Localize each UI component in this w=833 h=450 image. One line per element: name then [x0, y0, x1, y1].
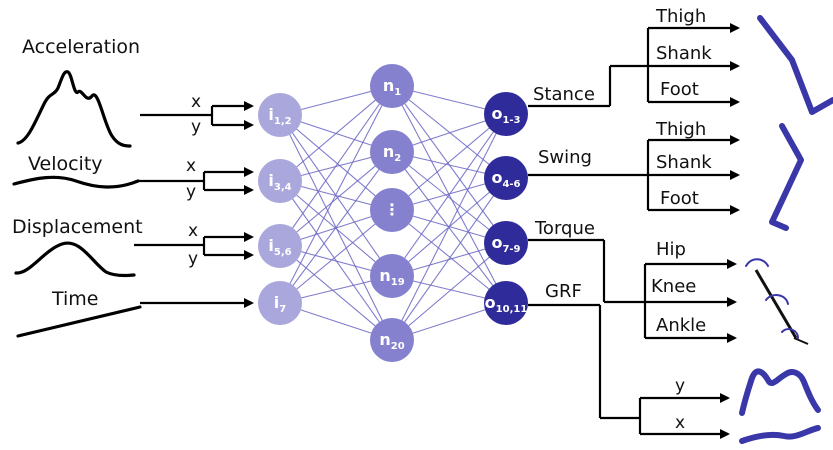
- ankle-label: Ankle: [656, 315, 706, 336]
- grf-sketch: [739, 368, 821, 444]
- velocity-x-label: x: [186, 156, 196, 176]
- output-node-label: o10,11: [485, 293, 528, 315]
- hidden-output-connection: [391, 151, 507, 244]
- output-wiring: [528, 23, 740, 439]
- hidden-node-circle: [370, 254, 414, 298]
- acceleration-signal: [16, 70, 132, 148]
- output-node-label: o1-3: [491, 104, 520, 126]
- hidden-node-circle: [370, 188, 414, 232]
- hidden-node-label: n1: [383, 76, 401, 98]
- hidden-output-connection: [391, 85, 507, 179]
- stance-shank-label: Shank: [656, 43, 712, 64]
- hidden-node: n19: [370, 254, 414, 298]
- input-node-label: i3,4: [268, 171, 291, 193]
- input-node-circle: [258, 93, 302, 137]
- hidden-layer: n1 n2 ⋮ n19 n20: [370, 64, 414, 362]
- hidden-output-connection: [391, 209, 507, 304]
- input-node-circle: [258, 159, 302, 203]
- grf-label: GRF: [545, 281, 582, 302]
- stance-label: Stance: [533, 84, 595, 105]
- output-node: o7-9: [484, 221, 528, 265]
- input-node-label: i1,2: [268, 105, 291, 127]
- input-node: i1,2: [258, 93, 302, 137]
- hidden-output-connection: [391, 113, 507, 277]
- input-node: i5,6: [258, 224, 302, 268]
- swing-thigh-label: Thigh: [655, 119, 706, 140]
- hidden-node-circle: [370, 318, 414, 362]
- input-hidden-connection: [279, 151, 393, 247]
- input-hidden-connection: [279, 85, 393, 247]
- accel-y-label: y: [191, 117, 201, 137]
- input-node-label: i5,6: [268, 236, 291, 258]
- input-node: i7: [258, 281, 302, 325]
- velocity-y-label: y: [186, 182, 196, 202]
- displacement-signal: [14, 241, 136, 278]
- displacement-y-label: y: [188, 249, 198, 269]
- swing-shank-label: Shank: [656, 152, 712, 173]
- input-node-label: i7: [274, 293, 286, 315]
- accel-x-label: x: [191, 92, 201, 112]
- hidden-node: n2: [370, 130, 414, 174]
- output-node: o10,11: [484, 281, 528, 325]
- swing-foot-label: Foot: [660, 188, 699, 209]
- input-hidden-connection: [279, 209, 393, 304]
- swing-label: Swing: [538, 147, 592, 168]
- hidden-node-label: n2: [383, 142, 401, 164]
- displacement-label: Displacement: [12, 216, 143, 238]
- hidden-node-label: n20: [379, 330, 404, 352]
- time-signal: [16, 305, 142, 338]
- stance-pose-sketch: [757, 15, 833, 115]
- output-node-circle: [484, 221, 528, 265]
- grf-y-label: y: [675, 376, 685, 396]
- velocity-signal: [12, 175, 140, 189]
- output-node-circle: [484, 156, 528, 200]
- hidden-node-circle: [370, 64, 414, 108]
- hidden-node-label: ⋮: [384, 200, 400, 219]
- acceleration-label: Acceleration: [22, 36, 140, 58]
- hidden-node-circle: [370, 130, 414, 174]
- stance-thigh-label: Thigh: [655, 6, 706, 27]
- output-node-label: o7-9: [491, 233, 520, 255]
- input-hidden-connection: [279, 151, 393, 304]
- knee-label: Knee: [651, 276, 696, 297]
- input-hidden-connection: [279, 85, 393, 304]
- hidden-output-connection: [391, 113, 507, 341]
- hidden-node: n20: [370, 318, 414, 362]
- input-wiring: [134, 101, 254, 308]
- input-hidden-connection: [279, 114, 393, 211]
- hidden-output-connection: [391, 177, 507, 341]
- output-node-circle: [484, 92, 528, 136]
- output-node-label: o4-6: [491, 168, 520, 190]
- input-node-circle: [258, 281, 302, 325]
- hidden-node-label: n19: [379, 266, 404, 288]
- torque-label: Torque: [534, 218, 595, 239]
- joint-torque-sketch: [745, 258, 809, 345]
- input-layer: i1,2 i3,4 i5,6 i7: [258, 93, 302, 325]
- input-hidden-connection: [279, 85, 393, 182]
- grf-x-label: x: [675, 413, 685, 433]
- hip-label: Hip: [656, 239, 686, 260]
- output-node: o4-6: [484, 156, 528, 200]
- input-hidden-connection: [279, 245, 393, 341]
- swing-pose-sketch: [769, 123, 804, 231]
- output-layer: o1-3 o4-6 o7-9 o10,11: [484, 92, 528, 325]
- displacement-x-label: x: [188, 221, 198, 241]
- velocity-label: Velocity: [28, 153, 103, 175]
- hidden-node: ⋮: [370, 188, 414, 232]
- output-node: o1-3: [484, 92, 528, 136]
- input-node-circle: [258, 224, 302, 268]
- time-label: Time: [51, 288, 99, 310]
- hidden-output-connection: [391, 242, 507, 341]
- hidden-output-connection: [391, 113, 507, 211]
- input-node: i3,4: [258, 159, 302, 203]
- stance-foot-label: Foot: [660, 79, 699, 100]
- hidden-node: n1: [370, 64, 414, 108]
- output-node-circle: [484, 281, 528, 325]
